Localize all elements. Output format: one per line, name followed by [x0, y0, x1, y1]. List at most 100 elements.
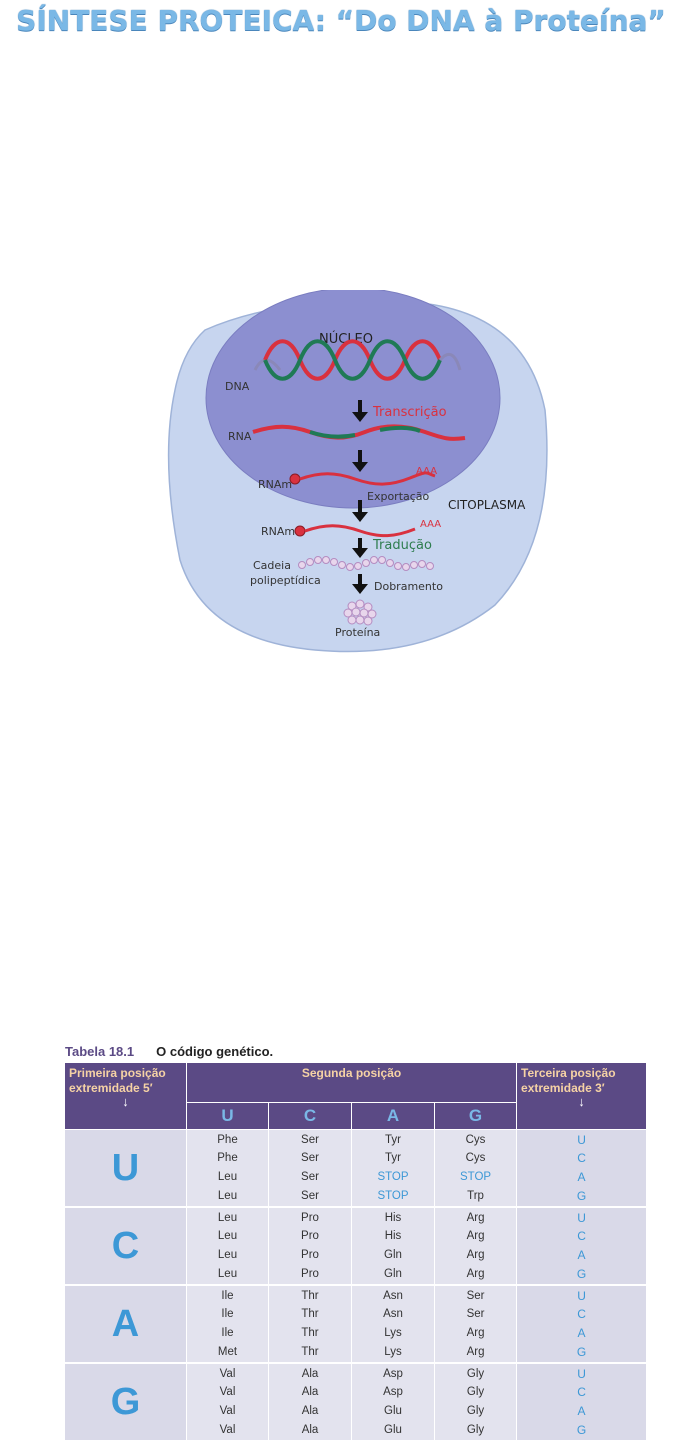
amino-acid: Gly — [435, 1402, 516, 1421]
amino-acid: Ser — [269, 1187, 351, 1206]
amino-acid: Leu — [187, 1227, 268, 1246]
amino-acid: Glu — [352, 1421, 434, 1440]
third-nucleotide: C — [517, 1305, 646, 1324]
table-row: UPhePheLeuLeuSerSerSerSerTyrTyrSTOPSTOPC… — [65, 1130, 647, 1208]
amino-acid: Cys — [435, 1131, 516, 1150]
genetic-code-body: UPhePheLeuLeuSerSerSerSerTyrTyrSTOPSTOPC… — [65, 1130, 647, 1441]
amino-acid: Arg — [435, 1265, 516, 1284]
first-nucleotide-cell: C — [65, 1207, 187, 1285]
third-nucleotide: A — [517, 1402, 646, 1421]
amino-acid: Ala — [269, 1421, 351, 1440]
nucleus — [206, 290, 500, 508]
table-caption: Tabela 18.1 O código genético. — [65, 1044, 273, 1059]
codon-cell: HisHisGlnGln — [352, 1207, 435, 1285]
first-nucleotide-cell: A — [65, 1285, 187, 1363]
third-nucleotide: C — [517, 1383, 646, 1402]
amino-acid: Ser — [269, 1168, 351, 1187]
third-nucleotide: G — [517, 1421, 646, 1440]
amino-acid: Ala — [269, 1383, 351, 1402]
amino-acid: Ser — [269, 1149, 351, 1168]
second-nucleotide-header: U — [187, 1102, 269, 1129]
codon-cell: AspAspGluGlu — [352, 1363, 435, 1441]
second-position-header: Segunda posição — [187, 1063, 517, 1103]
amino-acid: STOP — [435, 1168, 516, 1187]
amino-acid: Lys — [352, 1343, 434, 1362]
codon-cell: ArgArgArgArg — [435, 1207, 517, 1285]
aaa-label-2: AAA — [420, 519, 441, 530]
third-nucleotide: A — [517, 1324, 646, 1343]
protein-synthesis-diagram: NÚCLEO CITOPLASMA DNA Transcrição RNA RN… — [165, 290, 555, 655]
amino-acid: Pro — [269, 1209, 351, 1228]
amino-acid: STOP — [352, 1187, 434, 1206]
aaa-label-1: AAA — [416, 466, 437, 477]
amino-acid: Pro — [269, 1265, 351, 1284]
second-nucleotide-header: C — [269, 1102, 352, 1129]
amino-acid: Leu — [187, 1209, 268, 1228]
table-caption-text: O código genético. — [156, 1044, 273, 1059]
amino-acid: Ser — [269, 1131, 351, 1150]
translation-label: Tradução — [372, 538, 432, 553]
first-position-header-text: Primeira posição extremidade 5′ — [69, 1066, 166, 1095]
export-label: Exportação — [367, 490, 430, 503]
third-nucleotide: A — [517, 1246, 646, 1265]
amino-acid: Pro — [269, 1246, 351, 1265]
codon-cell: PhePheLeuLeu — [187, 1130, 269, 1208]
first-nucleotide-cell: U — [65, 1130, 187, 1208]
amino-acid: Ile — [187, 1324, 268, 1343]
amino-acid: Arg — [435, 1209, 516, 1228]
amino-acid: Thr — [269, 1343, 351, 1362]
transcription-label: Transcrição — [372, 405, 447, 420]
third-nucleotide: U — [517, 1287, 646, 1306]
folding-label: Dobramento — [374, 580, 443, 593]
amino-acid: Gly — [435, 1365, 516, 1384]
amino-acid: Gly — [435, 1421, 516, 1440]
third-nucleotide: G — [517, 1343, 646, 1362]
third-nucleotide: G — [517, 1187, 646, 1206]
cytoplasm-label: CITOPLASMA — [448, 498, 526, 512]
second-nucleotide-header: G — [435, 1102, 517, 1129]
amino-acid: Asp — [352, 1383, 434, 1402]
amino-acid: Val — [187, 1402, 268, 1421]
amino-acid: Thr — [269, 1305, 351, 1324]
down-arrow-icon: ↓ — [521, 1096, 642, 1108]
amino-acid: Val — [187, 1383, 268, 1402]
amino-acid: Thr — [269, 1287, 351, 1306]
page-title: SÍNTESE PROTEICA: “Do DNA à Proteína” — [0, 4, 682, 37]
amino-acid: His — [352, 1209, 434, 1228]
amino-acid: Pro — [269, 1227, 351, 1246]
amino-acid: Leu — [187, 1168, 268, 1187]
third-nucleotide: U — [517, 1209, 646, 1228]
first-position-header: Primeira posição extremidade 5′ ↓ — [65, 1063, 187, 1130]
amino-acid: Ile — [187, 1305, 268, 1324]
amino-acid: Lys — [352, 1324, 434, 1343]
third-position-header-text: Terceira posição extremidade 3′ — [521, 1066, 616, 1095]
amino-acid: Cys — [435, 1149, 516, 1168]
rna-label: RNA — [228, 430, 252, 443]
table-caption-number: Tabela 18.1 — [65, 1044, 134, 1059]
chain-label-line2: polipeptídica — [250, 574, 321, 587]
amino-acid: Gly — [435, 1383, 516, 1402]
amino-acid: His — [352, 1227, 434, 1246]
amino-acid: Val — [187, 1365, 268, 1384]
first-nucleotide-cell: G — [65, 1363, 187, 1441]
amino-acid: Ala — [269, 1365, 351, 1384]
third-nucleotide: U — [517, 1131, 646, 1150]
amino-acid: STOP — [352, 1168, 434, 1187]
third-nucleotide: U — [517, 1365, 646, 1384]
third-position-header: Terceira posição extremidade 3′ ↓ — [517, 1063, 647, 1130]
mrna-label-1: RNAm — [258, 478, 292, 491]
amino-acid: Glu — [352, 1402, 434, 1421]
amino-acid: Phe — [187, 1131, 268, 1150]
amino-acid: Arg — [435, 1246, 516, 1265]
